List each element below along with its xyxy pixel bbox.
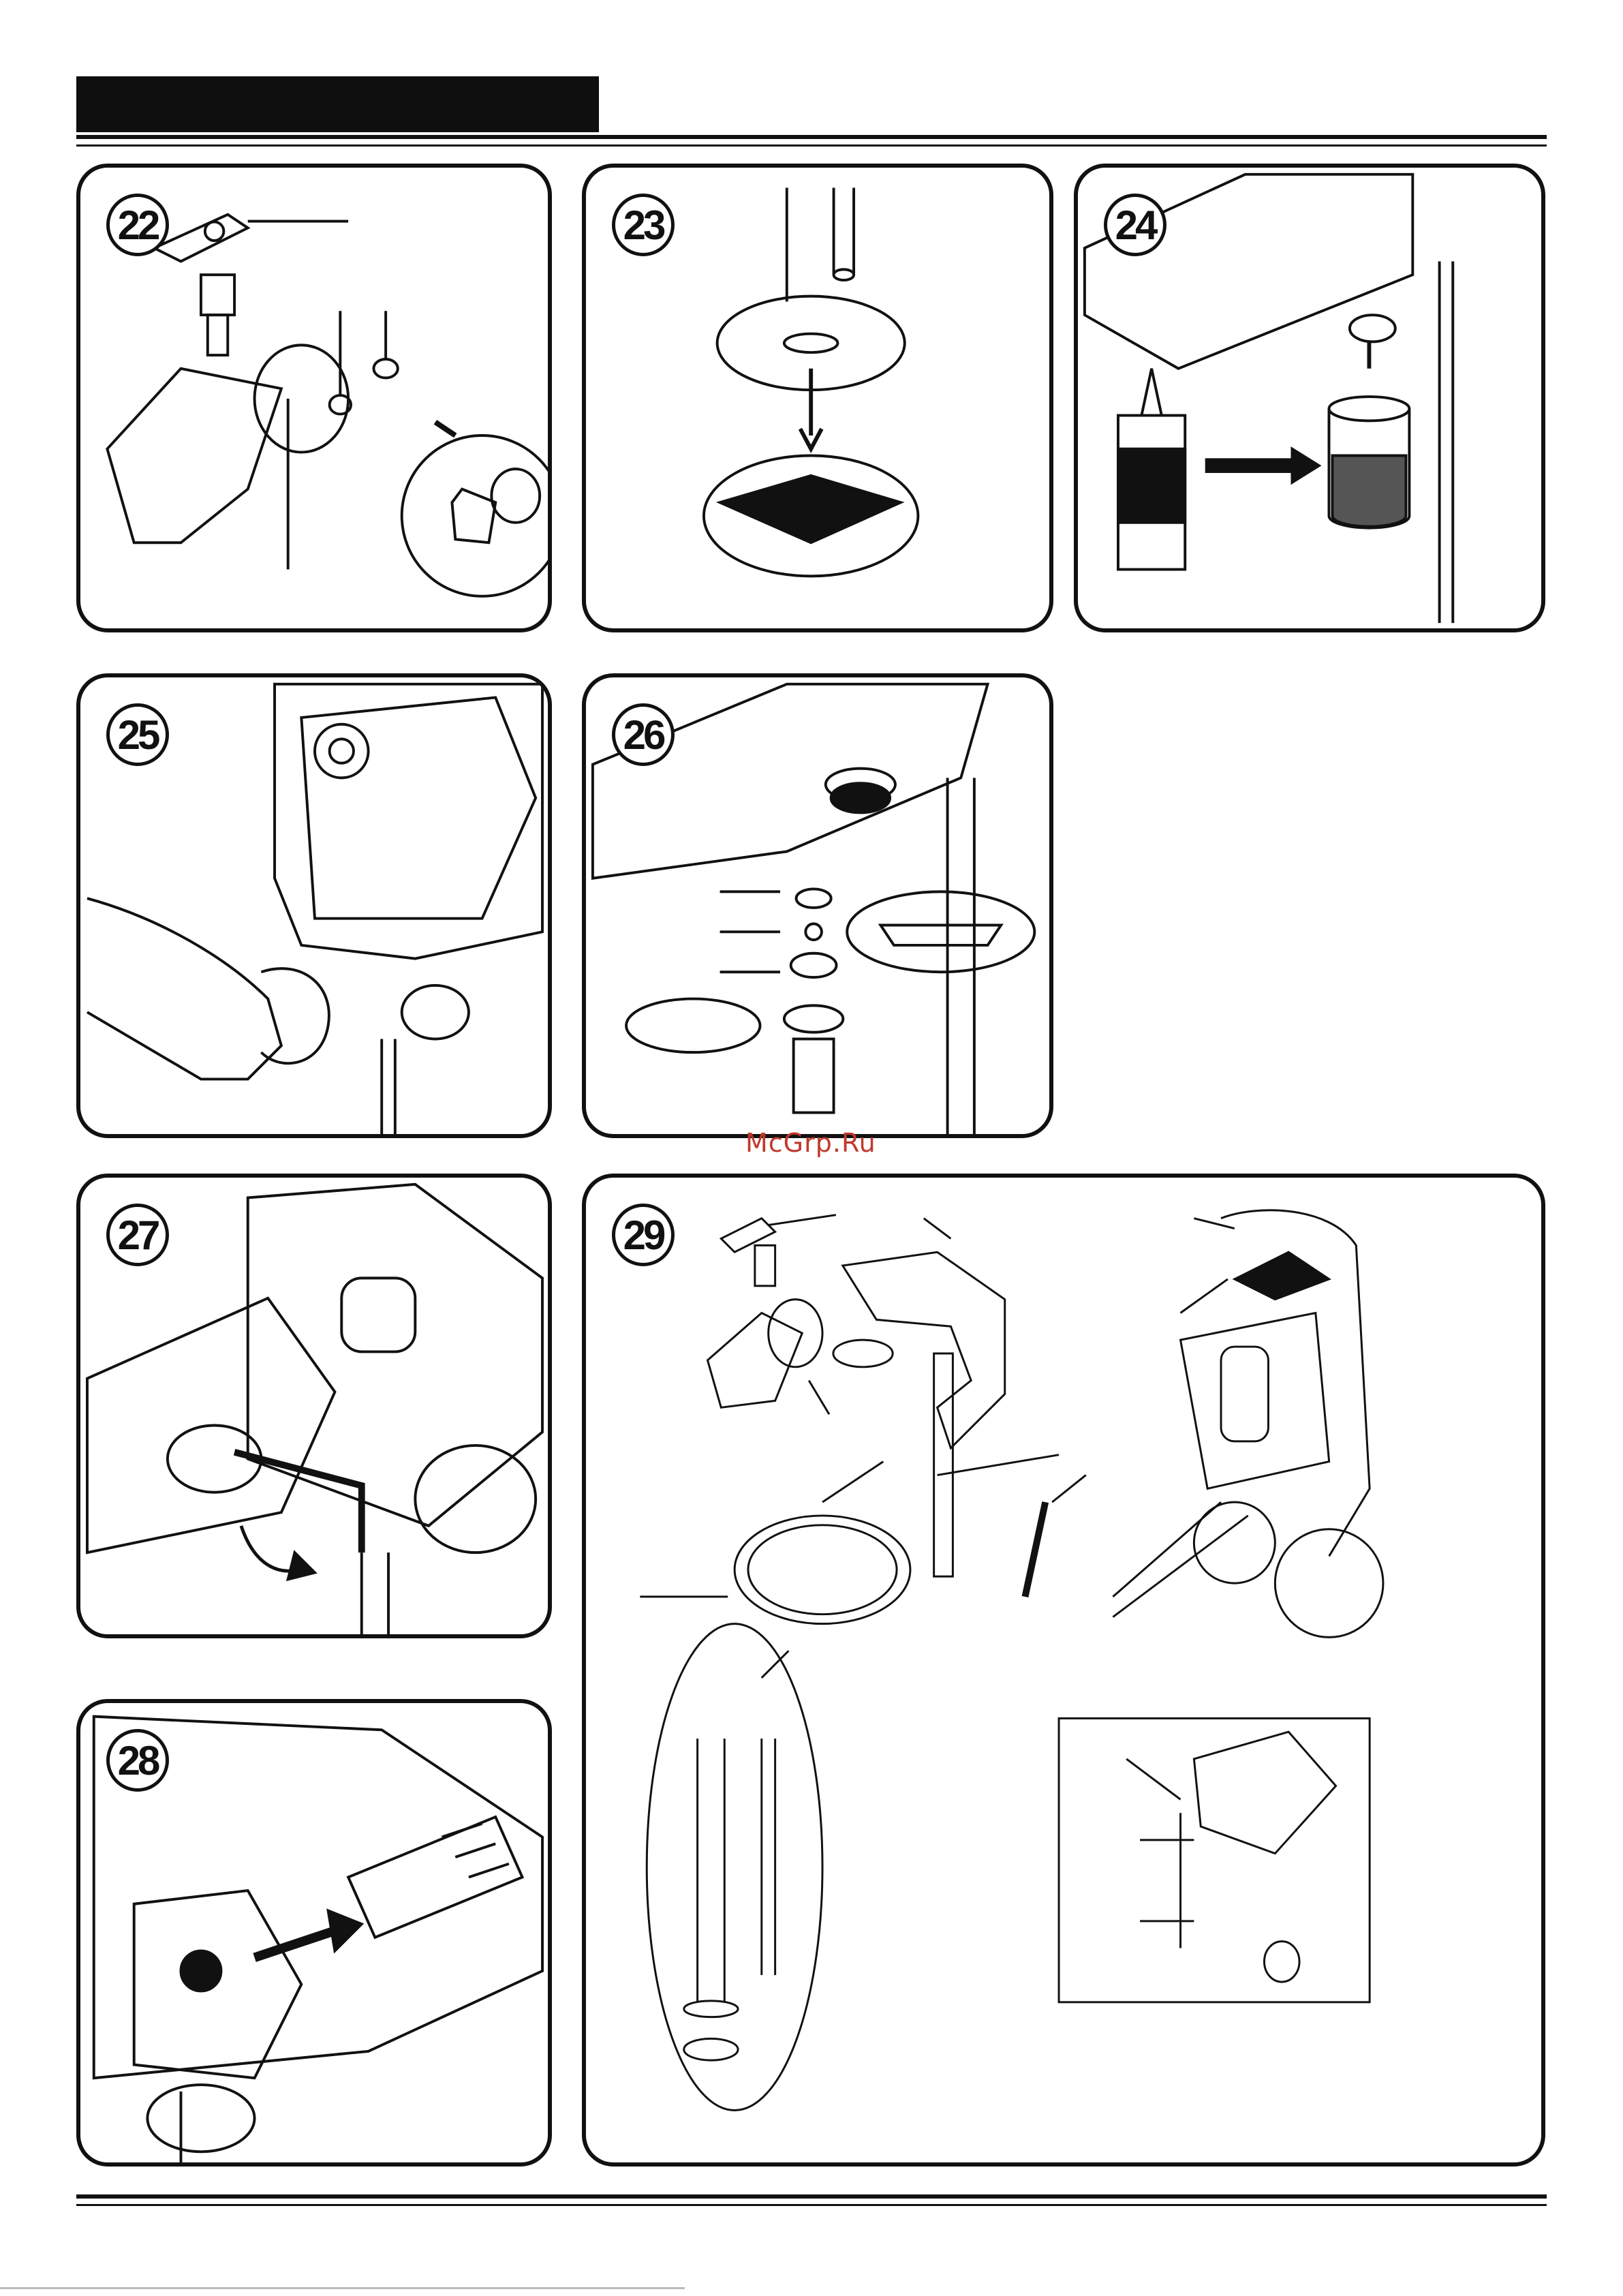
section-header-bar: [76, 76, 599, 132]
watermark-text: McGrp.Ru: [745, 1128, 876, 1158]
figure-panel-27: 27: [76, 1174, 552, 1638]
footer-rule-thin: [76, 2204, 1547, 2206]
figure-number-badge: 22: [106, 194, 169, 256]
figure-panel-24: 24: [1074, 164, 1545, 632]
figure-panel-29: 29: [582, 1174, 1545, 2167]
parts-overview-illustration: [586, 1178, 1541, 2162]
footer-faint-line: [0, 2287, 685, 2289]
figure-panel-22: 22: [76, 164, 552, 632]
figure-number-badge: 29: [612, 1204, 675, 1266]
figure-number-badge: 24: [1104, 194, 1166, 256]
figure-panel-28: 28: [76, 1699, 552, 2167]
figure-number-badge: 23: [612, 194, 675, 256]
footer-rule: [76, 2194, 1547, 2199]
figure-number-badge: 27: [106, 1204, 169, 1266]
figure-number-badge: 25: [106, 703, 169, 766]
figure-number-badge: 28: [106, 1729, 169, 1792]
figure-panel-26: 26: [582, 673, 1053, 1138]
header-rule: [76, 135, 1547, 139]
figure-number-badge: 26: [612, 703, 675, 766]
figure-panel-23: 23: [582, 164, 1053, 632]
figure-panel-25: 25: [76, 673, 552, 1138]
header-rule-thin: [76, 144, 1547, 147]
